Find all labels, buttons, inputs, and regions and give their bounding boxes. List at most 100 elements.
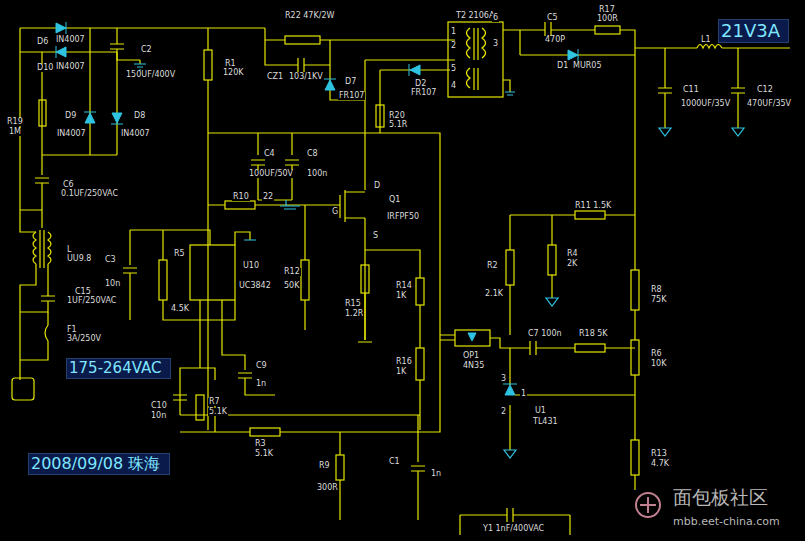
part-label: 1K — [395, 368, 407, 376]
box-text: 175-264VAC — [69, 360, 168, 377]
part-label: C7 100n — [527, 330, 563, 338]
part-label: C2 — [140, 46, 153, 54]
part-label: F1 — [66, 326, 78, 334]
part-label: R7 — [208, 398, 221, 406]
part-label: C8 — [306, 150, 319, 158]
part-label: 300R — [316, 484, 339, 492]
part-label: UU9.8 — [66, 255, 92, 263]
part-label: 150UF/400V — [125, 71, 176, 79]
text-box: 2008/09/08 珠海 — [28, 453, 170, 475]
part-label: T2 2106A — [455, 12, 495, 20]
part-label: 5.1R — [388, 121, 408, 129]
part-label: 10n — [104, 280, 121, 288]
part-label: R19 — [6, 118, 24, 126]
part-label: D — [373, 182, 381, 190]
part-label: 3A/250V — [66, 335, 102, 343]
part-label: C15 — [74, 288, 92, 296]
part-label: R6 — [650, 350, 663, 358]
part-label: 103/1KV — [288, 73, 324, 81]
text-box: 175-264VAC — [66, 358, 171, 379]
part-label: 50K — [283, 282, 300, 290]
part-label: 4N35 — [462, 362, 485, 370]
part-label: 1n — [255, 380, 267, 388]
part-label: C9 — [255, 362, 268, 370]
part-label: 3 — [500, 375, 507, 383]
part-label: FR107 — [338, 92, 365, 100]
part-label: C12 — [756, 86, 774, 94]
part-label: D1 — [556, 62, 569, 70]
part-label: R11 1.5K — [574, 202, 612, 210]
part-label: 5.1K — [208, 408, 228, 416]
part-label: R8 — [650, 286, 663, 294]
part-label: 22 — [262, 193, 274, 201]
part-label: R16 — [395, 358, 413, 366]
part-label: 470UF/35V — [746, 100, 792, 108]
part-label: R1 — [224, 60, 237, 68]
part-label: R5 — [173, 250, 186, 258]
part-label: R9 — [318, 462, 331, 470]
part-label: 1 — [450, 28, 457, 36]
box-text: 21V3A — [721, 21, 786, 41]
part-label: 100R — [596, 15, 619, 23]
part-label: CZ1 — [266, 73, 284, 81]
part-label: 0.1UF/250VAC — [60, 190, 119, 198]
part-label: FR107 — [410, 89, 437, 97]
part-label: L — [66, 246, 72, 254]
part-label: 2 — [500, 408, 507, 416]
part-label: Q1 — [388, 196, 401, 204]
watermark: mbb.eet-china.com — [672, 516, 781, 527]
part-label: 4 — [450, 82, 457, 90]
part-label: 100n — [306, 170, 328, 178]
part-label: R20 — [388, 112, 406, 120]
part-label: D9 — [64, 112, 77, 120]
part-label: L1 — [700, 36, 712, 44]
part-label: 1K — [395, 292, 407, 300]
text-box: 21V3A — [718, 19, 789, 43]
part-label: MUR05 — [572, 62, 603, 70]
part-label: D10 — [36, 64, 54, 72]
part-label: 1.2R — [344, 310, 364, 318]
part-label: IN4007 — [55, 36, 86, 44]
part-label: IN4007 — [120, 130, 151, 138]
part-label: 2.1K — [484, 290, 504, 298]
part-label: 1M — [8, 128, 22, 136]
part-label: S — [372, 232, 379, 240]
part-label: R17 — [598, 6, 616, 14]
part-label: OP1 — [462, 352, 480, 360]
part-label: 4.5K — [170, 305, 190, 313]
part-label: C1 — [388, 458, 401, 466]
part-label: 470P — [544, 36, 566, 44]
part-label: R14 — [395, 282, 413, 290]
part-label: 120K — [222, 69, 245, 77]
part-label: R13 — [650, 450, 668, 458]
part-label: U10 — [242, 262, 260, 270]
part-label: 75K — [650, 296, 667, 304]
part-label: 100UF/50V — [248, 170, 294, 178]
box-text: 2008/09/08 珠海 — [31, 455, 167, 473]
part-label: 3 — [492, 40, 499, 48]
watermark: 面包板社区 — [672, 488, 769, 507]
part-label: 1 — [520, 390, 527, 398]
part-label: C11 — [682, 86, 700, 94]
part-label: C5 — [546, 14, 559, 22]
part-label: R2 — [486, 262, 499, 270]
part-label: 10n — [150, 412, 167, 420]
part-label: R22 47K/2W — [284, 12, 335, 20]
part-label: 1n — [430, 470, 442, 478]
part-label: 5.1K — [254, 450, 274, 458]
part-label: IN4007 — [55, 63, 86, 71]
part-label: C6 — [62, 181, 75, 189]
part-label: 6 — [492, 14, 499, 22]
part-label: 10K — [650, 360, 667, 368]
part-label: U1 — [534, 407, 547, 415]
part-label: R4 — [566, 250, 579, 258]
part-label: 5 — [450, 65, 457, 73]
part-label: 2K — [566, 260, 578, 268]
part-label: D2 — [414, 80, 427, 88]
part-label: R15 — [344, 300, 362, 308]
part-label: IN4007 — [56, 130, 87, 138]
part-label: R12 — [283, 268, 301, 276]
part-label: 2 — [450, 42, 457, 50]
part-label: 4.7K — [650, 460, 670, 468]
